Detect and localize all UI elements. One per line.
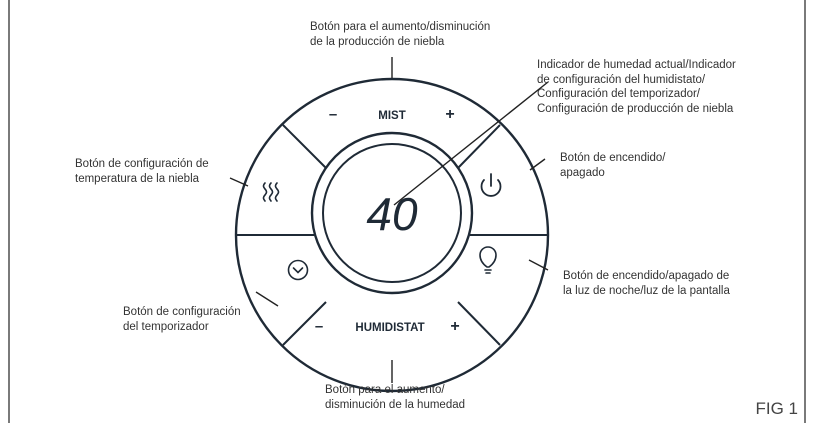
leader-lines (229, 57, 549, 383)
leader-power (529, 158, 546, 171)
callout-display-line-4: Configuración de producción de niebla (537, 102, 734, 115)
divider-humidistat-right (457, 301, 501, 346)
callout-mist-temperature: Botón de configuración de temperatura de… (75, 157, 209, 186)
divider-humidistat-left (282, 301, 327, 346)
timer-icon[interactable] (287, 259, 309, 281)
callout-display: Indicador de humedad actual/Indicador de… (537, 58, 736, 116)
callout-night-light-line-2: la luz de noche/luz de la pantalla (563, 284, 730, 297)
light-bulb-icon[interactable] (479, 246, 497, 274)
callout-timer: Botón de configuración del temporizador (123, 305, 241, 334)
callout-mist-line-2: de la producción de niebla (310, 35, 445, 48)
callout-timer-line-2: del temporizador (123, 320, 209, 333)
leader-display (393, 81, 549, 206)
display-value: 40 (366, 188, 418, 240)
callout-timer-line-1: Botón de configuración (123, 306, 241, 318)
mist-minus-button[interactable]: – (329, 106, 337, 123)
mist-plus-button[interactable]: + (445, 106, 454, 123)
callout-mist-buttons: Botón para el aumento/disminución de la … (310, 20, 490, 49)
mist-temperature-icon[interactable] (262, 182, 280, 202)
figure-label: FIG 1 (755, 399, 798, 418)
callout-humidity-line-1: Botón para el aumento/ (325, 384, 445, 396)
power-icon[interactable] (480, 173, 502, 197)
humidistat-label: HUMIDISTAT (355, 322, 424, 334)
callout-power-line-2: apagado (560, 166, 605, 179)
callout-display-line-3: Configuración del temporizador/ (537, 88, 701, 100)
humidistat-plus-button[interactable]: + (450, 318, 459, 335)
divider-mist-left (282, 124, 327, 169)
leader-timer (255, 291, 279, 307)
callout-mist-line-1: Botón para el aumento/disminución (310, 21, 491, 33)
callout-humidity-line-2: disminución de la humedad (325, 398, 466, 411)
callout-mist-temperature-line-2: temperatura de la niebla (75, 172, 200, 185)
callout-humidity-buttons: Botón para el aumento/ disminución de la… (325, 383, 465, 412)
callout-power: Botón de encendido/ apagado (560, 151, 666, 180)
callout-night-light: Botón de encendido/apagado de la luz de … (563, 269, 730, 298)
callout-display-line-2: de configuración del humidistato/ (537, 73, 706, 86)
divider-mist-right (457, 124, 501, 169)
leader-night-light (528, 259, 549, 271)
callout-mist-temperature-line-1: Botón de configuración de (75, 158, 209, 170)
callout-power-line-1: Botón de encendido/ (560, 152, 666, 164)
leader-mist-temperature (229, 177, 249, 187)
callout-display-line-1: Indicador de humedad actual/Indicador (537, 59, 736, 71)
humidistat-minus-button[interactable]: – (315, 318, 323, 335)
callout-night-light-line-1: Botón de encendido/apagado de (563, 270, 730, 282)
mist-label: MIST (378, 110, 405, 122)
